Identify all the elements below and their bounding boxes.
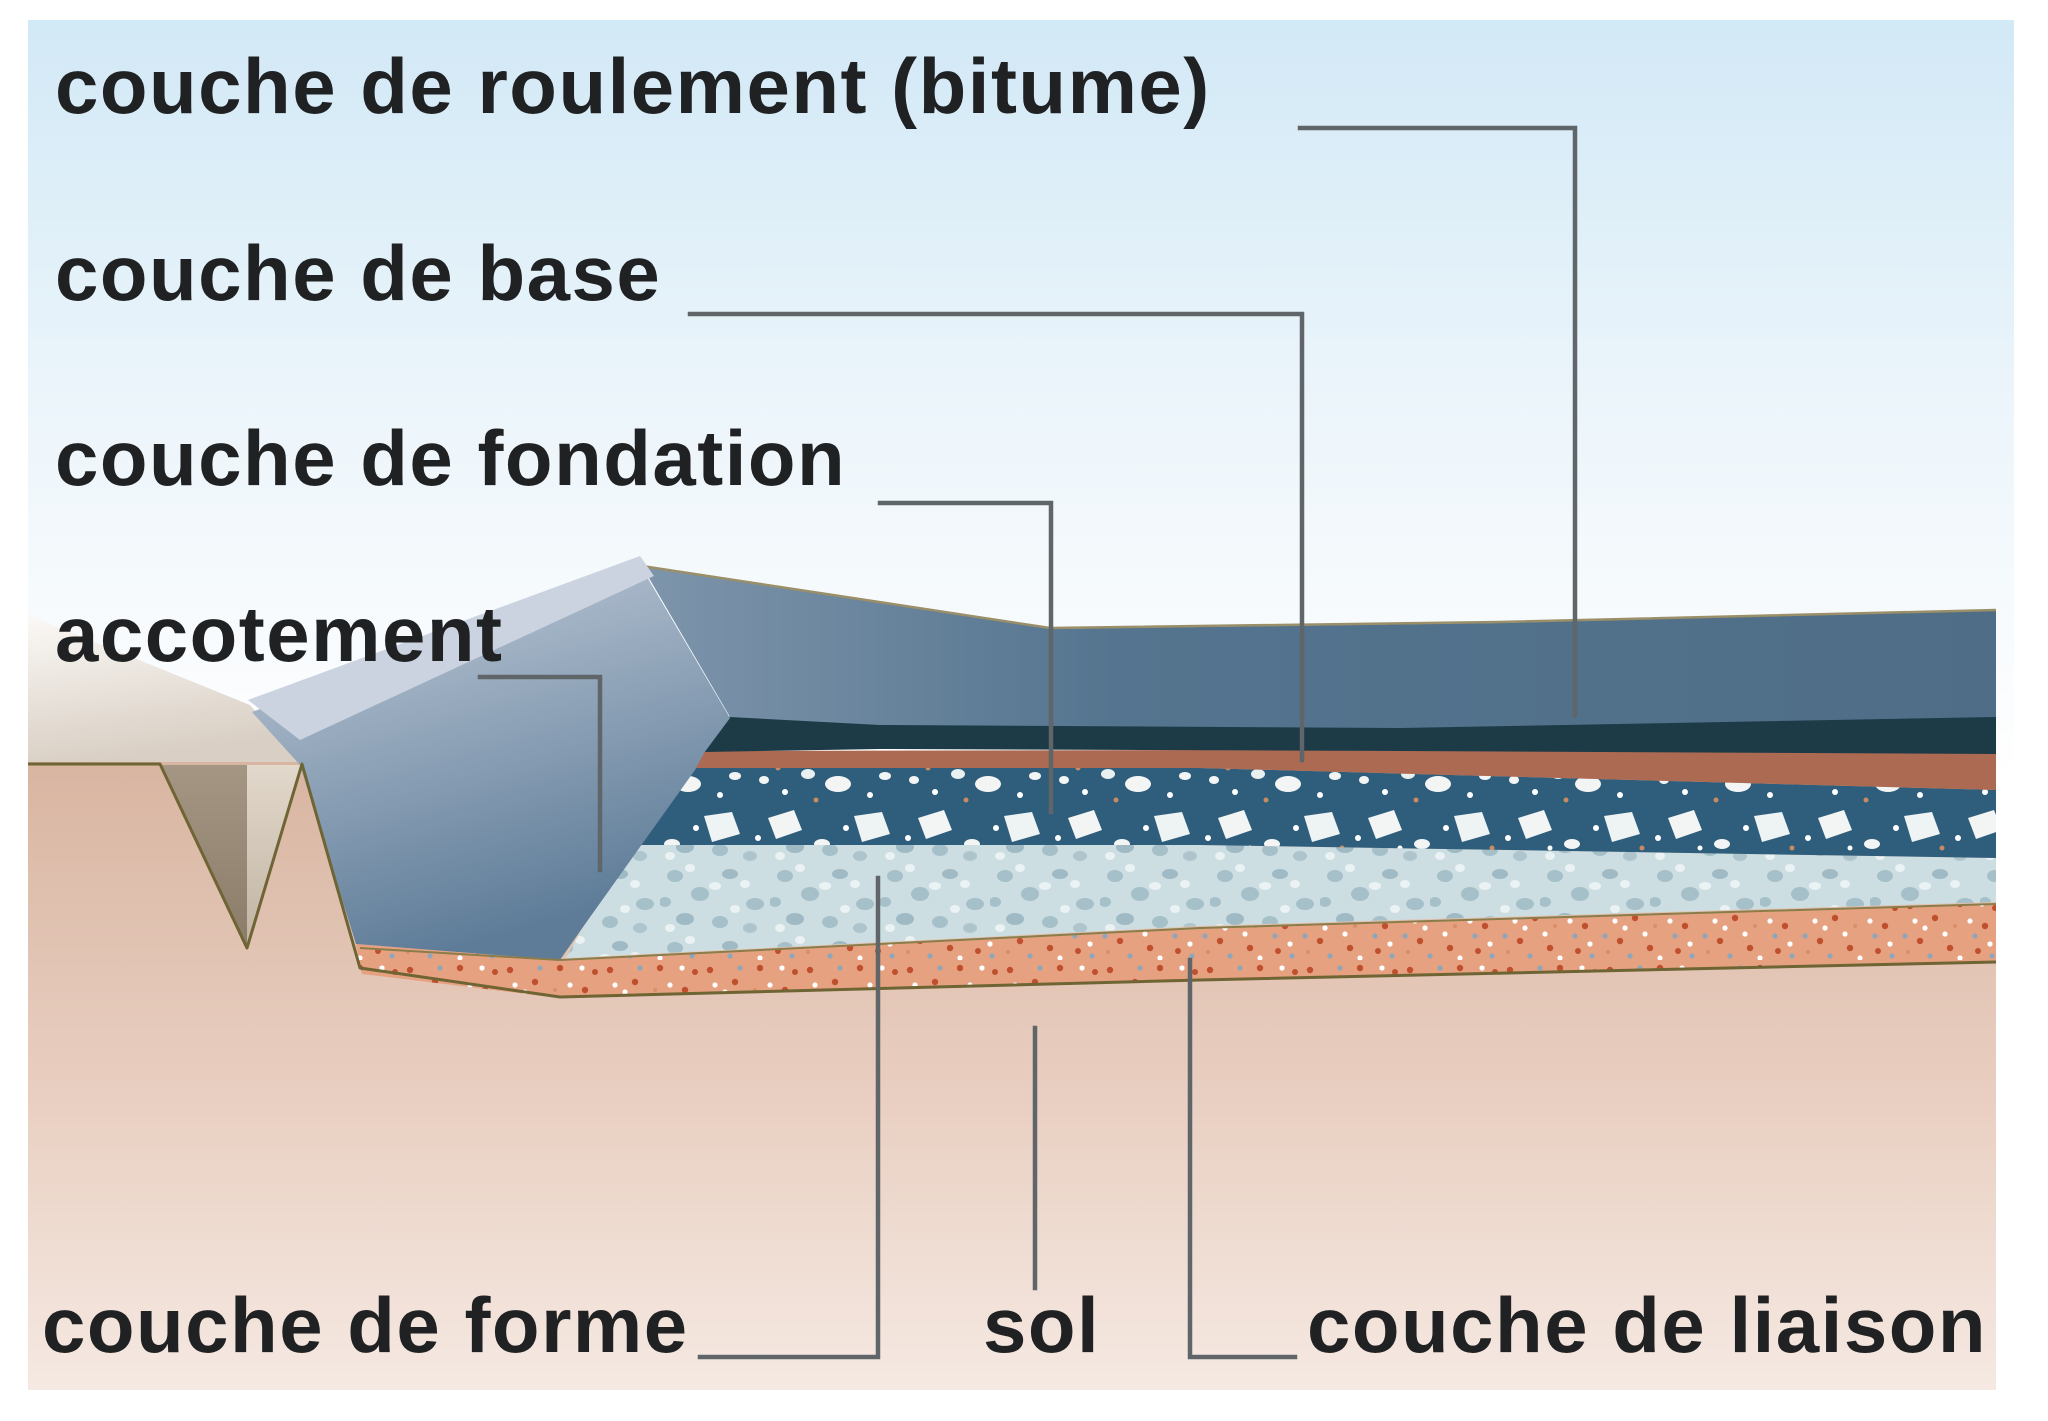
cut-bank [28,615,300,762]
leader-base [687,311,1305,763]
label-roulement: couche de roulement (bitume) [55,42,1211,130]
accotement-crest-strip [248,556,654,740]
liaison-layer [356,904,1996,998]
label-base: couche de base [55,229,661,317]
accotement-slope [252,565,730,960]
label-sol: sol [983,1281,1100,1369]
leader-roulement [1297,125,1578,718]
surface-roulement-layer [642,566,1996,728]
fondation-layer [640,768,1996,858]
leader-forme [697,875,881,1360]
leader-fondation [877,500,1054,815]
forme-layer [566,845,1996,958]
leader-accotement [477,674,603,873]
leader-liaison [1187,957,1298,1360]
label-liaison: couche de liaison [1307,1281,1987,1369]
base-layer [695,750,1996,790]
label-accotement: accotement [55,590,504,678]
label-fondation: couche de fondation [55,414,846,502]
label-forme: couche de forme [42,1281,689,1369]
ground-outline [28,762,1997,999]
road-far-edge-highlight [641,564,1997,630]
